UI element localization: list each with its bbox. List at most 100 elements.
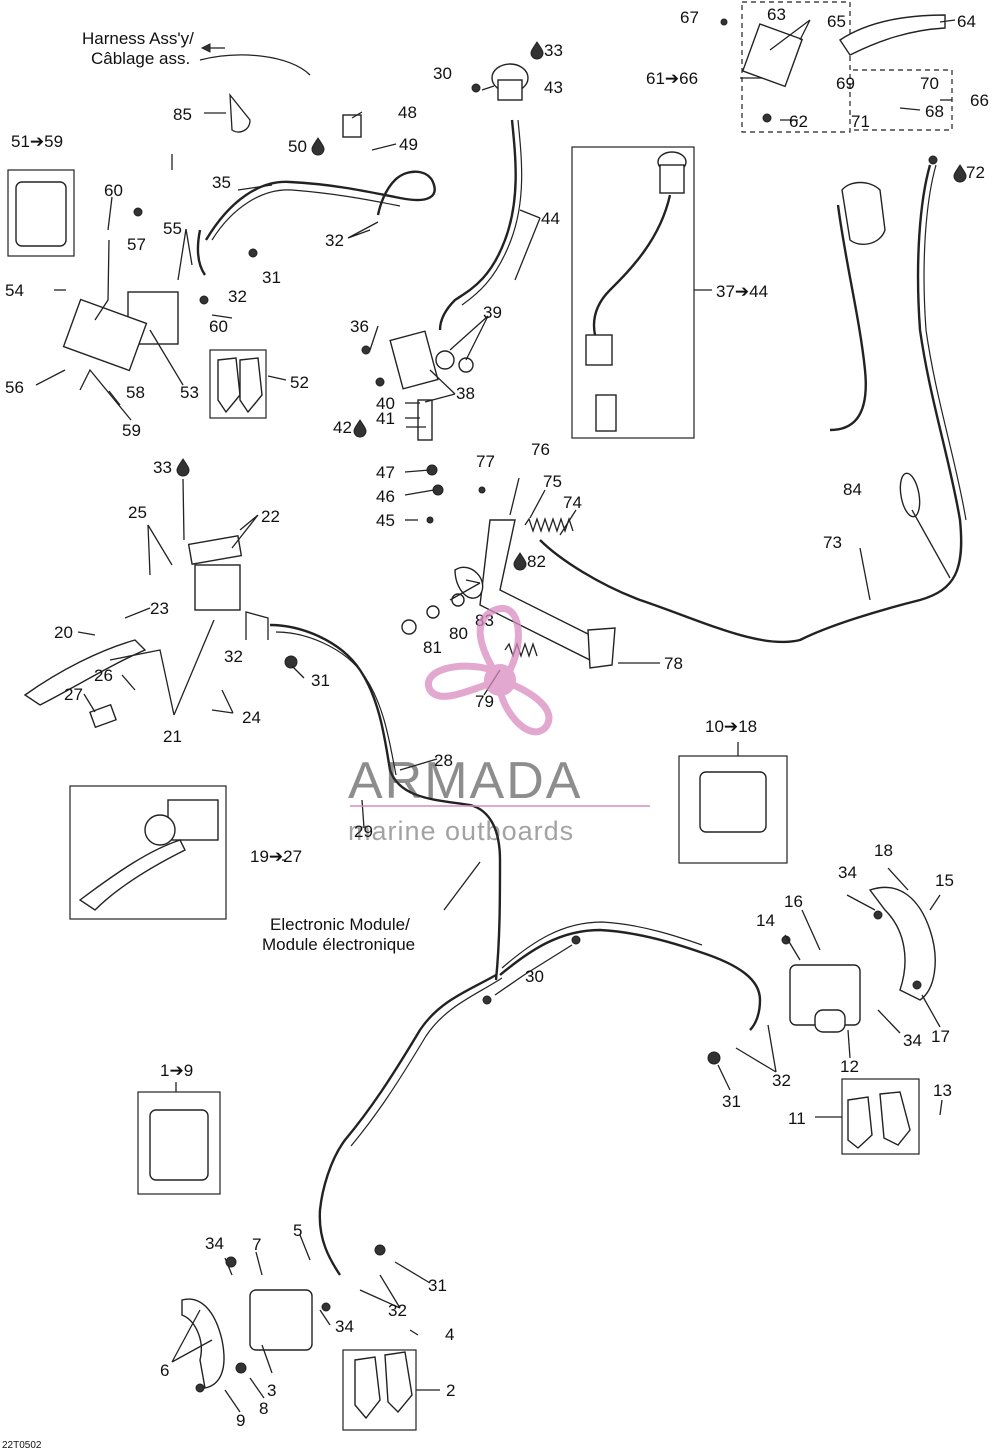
module-note-line2: Module électronique [262,935,415,954]
callout-27: 27 [64,685,83,704]
callout-20: 20 [54,623,73,642]
droplet-icon [176,458,190,477]
callout-33-left: 33 [153,458,172,477]
callout-69: 69 [836,74,855,93]
callout-52: 52 [290,373,309,392]
callout-5: 5 [293,1221,302,1240]
callout-38: 38 [456,384,475,403]
callout-42: 42 [333,418,352,437]
callout-57: 57 [127,235,146,254]
callout-25: 25 [128,503,147,522]
callout-65: 65 [827,12,846,31]
module-note-line1: Electronic Module/ [270,915,410,934]
callout-18: 18 [874,841,893,860]
callout-41: 41 [376,409,395,428]
callout-40: 40 [376,394,395,413]
callout-34-c: 34 [205,1234,224,1253]
callout-30-top: 30 [433,64,452,83]
callout-70: 70 [920,74,939,93]
callout-1-9: 1➔9 [160,1061,193,1080]
callout-61-66: 61➔66 [646,69,698,88]
callout-53: 53 [180,383,199,402]
callout-10-18: 10➔18 [705,717,757,736]
watermark: ARMADA marine outboards [348,604,650,846]
callout-43: 43 [544,78,563,97]
callout-60-b: 60 [209,317,228,336]
callout-29: 29 [354,822,373,841]
callout-8: 8 [259,1399,268,1418]
callout-34-d: 34 [335,1317,354,1336]
propeller-hub-icon [484,664,516,696]
callout-15: 15 [935,871,954,890]
droplet-icon [353,419,367,438]
callout-31-d: 31 [428,1276,447,1295]
drawing-code: 22T0502 [2,1440,42,1451]
callout-49: 49 [399,135,418,154]
callout-34-a: 34 [838,863,857,882]
callout-76: 76 [531,440,550,459]
callout-4: 4 [445,1325,454,1344]
callout-35: 35 [212,173,231,192]
callout-32-b: 32 [228,287,247,306]
callout-50: 50 [288,137,307,156]
callout-26: 26 [94,666,113,685]
callout-3: 3 [267,1381,276,1400]
callout-67: 67 [680,8,699,27]
callout-47: 47 [376,463,395,482]
watermark-brand: ARMADA [348,752,582,810]
droplet-icon [311,137,325,156]
callout-56: 56 [5,378,24,397]
callout-24: 24 [242,708,261,727]
callout-12: 12 [840,1057,859,1076]
droplet-icon [953,164,967,183]
callout-32-c: 32 [224,647,243,666]
callout-33-top: 33 [544,41,563,60]
callout-59: 59 [122,421,141,440]
callout-72: 72 [966,163,985,182]
callout-labels: 1➔9 2 3 4 5 6 7 8 9 10➔18 11 12 13 14 15… [5,5,989,1430]
callout-80: 80 [449,624,468,643]
callout-22: 22 [261,507,280,526]
callout-31-a: 31 [262,268,281,287]
callout-81: 81 [423,638,442,657]
callout-71: 71 [851,112,870,131]
callout-23: 23 [150,599,169,618]
callout-44: 44 [541,209,560,228]
callout-78: 78 [664,654,683,673]
callout-62: 62 [789,112,808,131]
callout-9: 9 [236,1411,245,1430]
callout-46: 46 [376,487,395,506]
callout-34-b: 34 [903,1031,922,1050]
callout-28: 28 [434,751,453,770]
callout-37-44: 37➔44 [716,282,768,301]
callout-45: 45 [376,511,395,530]
callout-7: 7 [252,1235,261,1254]
callout-75: 75 [543,472,562,491]
callout-64: 64 [957,12,976,31]
brake-lines [196,119,967,1276]
leader-lines [35,19,956,1413]
callout-77: 77 [476,452,495,471]
callout-13: 13 [933,1081,952,1100]
callout-51-59: 51➔59 [11,132,63,151]
callout-31-c: 31 [722,1092,741,1111]
callout-85: 85 [173,105,192,124]
callout-19-27: 19➔27 [250,847,302,866]
callout-32-d: 32 [772,1071,791,1090]
callout-32-e: 32 [388,1301,407,1320]
droplet-icon [530,41,544,60]
callout-17: 17 [931,1027,950,1046]
inset-boxes [7,1,953,1431]
callout-21: 21 [163,727,182,746]
propeller-logo-icon [425,604,553,736]
droplet-icons [176,41,967,571]
harness-note-line1: Harness Ass'y/ [82,29,194,48]
callout-31-b: 31 [311,671,330,690]
callout-82: 82 [527,552,546,571]
callout-55: 55 [163,219,182,238]
callout-14: 14 [756,911,775,930]
harness-note-line2: Câblage ass. [91,49,190,68]
callout-2: 2 [446,1381,455,1400]
